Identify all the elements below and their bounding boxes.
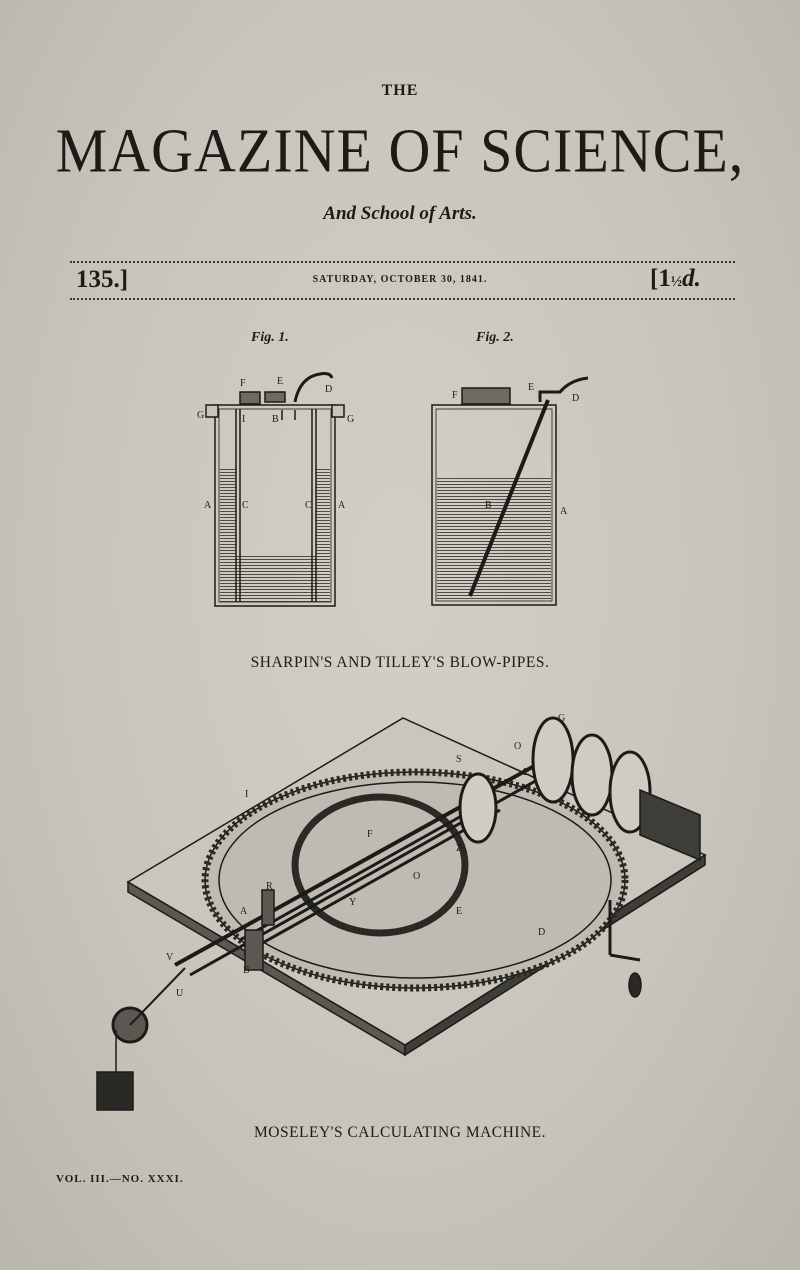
machine-letter: L xyxy=(523,767,529,778)
price-fraction: ½ xyxy=(670,274,683,290)
volume-footer: VOL. III.—NO. XXXI. xyxy=(56,1173,184,1185)
machine-letter: S xyxy=(456,754,462,765)
fig2-letter: E xyxy=(528,382,534,393)
machine-letters: G O L S I F Z O R A Y E D V U B xyxy=(166,713,565,999)
machine-drawing xyxy=(96,716,707,1111)
machine-letter: V xyxy=(166,952,174,963)
masthead-title: MAGAZINE OF SCIENCE, xyxy=(55,115,745,186)
machine-caption: MOSELEY'S CALCULATING MACHINE. xyxy=(253,1124,547,1141)
masthead-subtitle: And School of Arts. xyxy=(323,203,477,224)
fig1-label: Fig. 1. xyxy=(251,330,289,345)
machine-letter: B xyxy=(243,965,250,976)
fig1-letters: F E D G I B G A C C A xyxy=(197,376,354,511)
fig2-vessel xyxy=(431,376,589,606)
top-rule xyxy=(70,261,735,263)
machine-letter: G xyxy=(558,713,565,724)
fig1-vessel xyxy=(205,372,345,607)
fig1-letter: B xyxy=(272,414,279,425)
blowpipes-caption: SHARPIN'S AND TILLEY'S BLOW-PIPES. xyxy=(250,654,550,671)
fig1-letter: F xyxy=(240,378,246,389)
masthead-kicker: THE xyxy=(381,82,419,99)
fig1-letter: I xyxy=(242,414,245,425)
issue-date: SATURDAY, OCTOBER 30, 1841. xyxy=(312,274,488,285)
fig2-letter: A xyxy=(560,506,568,517)
fig2-letter: D xyxy=(572,393,579,404)
issue-price: [1½d. xyxy=(650,265,701,293)
fig1-letter: E xyxy=(277,376,283,387)
machine-letter: U xyxy=(176,988,184,999)
fig1-letter: D xyxy=(325,384,332,395)
machine-letter: O xyxy=(514,741,521,752)
fig1-letter: G xyxy=(347,414,354,425)
fig2-letter: B xyxy=(485,500,492,511)
issue-number: 135.] xyxy=(76,266,129,293)
fig1-letter: A xyxy=(204,500,212,511)
machine-letter: O xyxy=(413,871,420,882)
machine-letter: F xyxy=(367,829,373,840)
fig1-letter: G xyxy=(197,410,204,421)
fig2-letters: F E D B A xyxy=(452,382,579,517)
fig1-letter: C xyxy=(305,500,312,511)
price-open: [1 xyxy=(650,265,671,292)
machine-letter: E xyxy=(456,906,462,917)
machine-letter: Y xyxy=(349,897,356,908)
fig2-letter: F xyxy=(452,390,458,401)
machine-letter: A xyxy=(240,906,248,917)
fig2-label: Fig. 2. xyxy=(476,330,514,345)
fig1-letter: C xyxy=(242,500,249,511)
fig1-letter: A xyxy=(338,500,346,511)
machine-letter: Z xyxy=(456,843,462,854)
machine-letter: I xyxy=(245,789,248,800)
machine-letter: D xyxy=(538,927,545,938)
machine-letter: R xyxy=(266,881,273,892)
bottom-rule xyxy=(70,298,735,300)
price-unit: d. xyxy=(682,265,701,292)
